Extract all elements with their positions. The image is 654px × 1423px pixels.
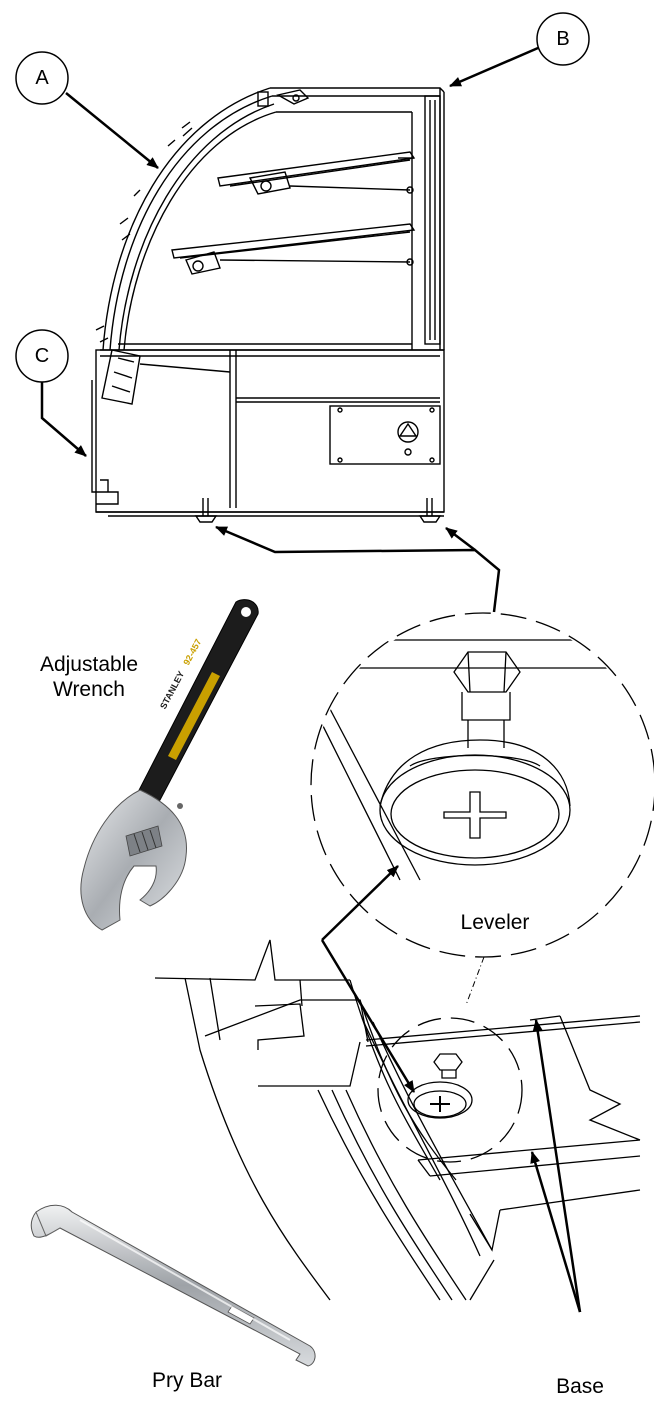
leveler-label: Leveler [460,911,530,934]
callout-a-label: A [35,67,49,89]
adjustable-wrench-label-line2: Wrench [53,678,125,701]
callout-c-label: C [34,345,50,367]
callout-a [15,51,159,169]
display-case [91,87,445,523]
base-label: Base [556,1375,604,1398]
detail-connector [465,956,485,1006]
adjustable-wrench-label: Adjustable Wrench [14,652,164,702]
adjustable-wrench-image [80,599,259,931]
callout-b-label: B [556,28,570,50]
leveler-detail [310,612,654,958]
base-corner-view [154,939,641,1301]
callout-c [15,329,87,457]
pry-bar-label: Pry Bar [151,1369,222,1392]
callout-b [449,12,590,88]
base-arrows [530,1019,582,1313]
adjustable-wrench-label-line1: Adjustable [39,653,139,676]
leveler-arrows [320,865,416,1093]
foot-arrows [215,525,501,613]
pry-bar-image [30,1204,316,1367]
